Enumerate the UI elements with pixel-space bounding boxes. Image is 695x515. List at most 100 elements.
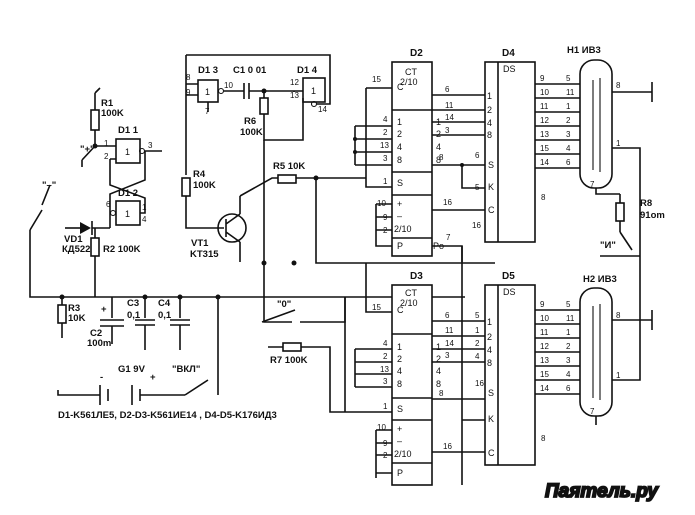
- svg-text:K: K: [488, 182, 494, 192]
- switch-plus: "+": [80, 144, 96, 167]
- d1-1-sym: 1: [125, 147, 130, 157]
- svg-text:D3: D3: [410, 271, 423, 282]
- resistor-r5: R5 10K: [273, 161, 305, 184]
- svg-text:1: 1: [383, 402, 388, 411]
- svg-text:8: 8: [616, 311, 621, 320]
- svg-text:0,1: 0,1: [158, 310, 172, 321]
- capacitor-c4: C4 0,1: [158, 297, 190, 350]
- svg-text:3: 3: [566, 130, 571, 139]
- d1-2-label: D1 2: [118, 188, 138, 199]
- svg-text:1: 1: [616, 371, 621, 380]
- svg-text:8: 8: [436, 379, 441, 389]
- resistor-r3: R3 10K: [57, 303, 86, 324]
- svg-text:6: 6: [566, 384, 571, 393]
- svg-text:14: 14: [445, 113, 454, 122]
- svg-text:10K: 10K: [68, 313, 86, 324]
- svg-text:R5 10K: R5 10K: [273, 161, 305, 172]
- svg-text:12: 12: [540, 116, 549, 125]
- svg-text:2: 2: [104, 152, 109, 161]
- svg-text:14: 14: [318, 105, 327, 114]
- svg-text:100K: 100K: [101, 108, 124, 119]
- svg-text:15: 15: [540, 144, 549, 153]
- svg-text:7: 7: [590, 407, 595, 416]
- switch-zero: "0": [261, 297, 346, 323]
- svg-text:12: 12: [540, 342, 549, 351]
- svg-text:H2 ИВ3: H2 ИВ3: [583, 274, 617, 285]
- svg-text:91om: 91om: [640, 210, 665, 221]
- svg-text:3: 3: [445, 126, 450, 135]
- svg-text:C: C: [397, 82, 404, 92]
- watermark: Паятель.ру: [545, 481, 659, 502]
- svg-text:8: 8: [439, 153, 444, 162]
- svg-text:"+": "+": [80, 144, 95, 155]
- svg-text:16: 16: [443, 198, 452, 207]
- svg-text:14: 14: [540, 158, 549, 167]
- svg-text:+: +: [101, 304, 107, 315]
- indicator-h1: H1 ИВ3 7 8 1: [567, 45, 621, 189]
- svg-text:2: 2: [383, 352, 388, 361]
- svg-text:11: 11: [445, 101, 454, 110]
- svg-text:+: +: [397, 424, 402, 434]
- svg-text:8: 8: [397, 155, 402, 165]
- svg-text:2/10: 2/10: [394, 224, 412, 234]
- svg-text:3: 3: [383, 154, 388, 163]
- svg-text:–: –: [397, 211, 402, 221]
- svg-text:C: C: [397, 305, 404, 315]
- gate-d1-1: D1 1 1 1 2 3: [104, 125, 153, 164]
- svg-text:C4: C4: [158, 298, 171, 309]
- resistor-r8: R8 91om: [615, 198, 665, 222]
- svg-text:C1 0 01: C1 0 01: [233, 65, 267, 76]
- svg-text:1: 1: [311, 86, 316, 96]
- svg-text:1: 1: [397, 117, 402, 127]
- svg-text:11: 11: [540, 102, 549, 111]
- svg-text:2: 2: [397, 354, 402, 364]
- svg-text:16: 16: [475, 379, 484, 388]
- svg-text:13: 13: [380, 365, 389, 374]
- svg-text:7: 7: [446, 233, 451, 242]
- svg-text:7: 7: [590, 180, 595, 189]
- svg-text:"ВКЛ": "ВКЛ": [172, 364, 200, 375]
- svg-text:4: 4: [142, 215, 147, 224]
- svg-text:5: 5: [475, 311, 480, 320]
- svg-text:6: 6: [445, 85, 450, 94]
- svg-text:8: 8: [616, 81, 621, 90]
- svg-text:8: 8: [436, 155, 441, 165]
- svg-text:1: 1: [487, 91, 492, 101]
- svg-text:2: 2: [436, 354, 441, 364]
- svg-text:3: 3: [148, 141, 153, 150]
- svg-text:P: P: [397, 241, 403, 251]
- capacitor-c1: C1 0 01: [224, 65, 303, 99]
- svg-text:CT: CT: [405, 288, 417, 298]
- gate-d1-4: D1 4 1 12 13 14: [290, 65, 327, 114]
- svg-text:8: 8: [397, 379, 402, 389]
- svg-text:4: 4: [397, 142, 402, 152]
- svg-text:2: 2: [436, 129, 441, 139]
- svg-text:-: -: [100, 372, 103, 383]
- svg-text:6: 6: [566, 158, 571, 167]
- decoder-d4: D4 DS 1 2 4 8 S K C: [484, 48, 536, 243]
- svg-text:16: 16: [472, 221, 481, 230]
- svg-text:6: 6: [106, 200, 111, 209]
- svg-text:13: 13: [380, 141, 389, 150]
- svg-text:4: 4: [487, 118, 492, 128]
- svg-text:6: 6: [475, 151, 480, 160]
- svg-text:1: 1: [125, 209, 130, 219]
- svg-text:P: P: [397, 468, 403, 478]
- svg-text:"0": "0": [277, 299, 291, 310]
- svg-text:11: 11: [566, 88, 575, 97]
- svg-text:13: 13: [540, 130, 549, 139]
- svg-text:2: 2: [487, 105, 492, 115]
- svg-text:8: 8: [487, 130, 492, 140]
- d1-1-label: D1 1: [118, 125, 139, 136]
- counter-d2: D2 CT 2/10 C 1 2 4 8 S + – 2/10 P Po 1 2…: [391, 48, 444, 257]
- battery-g1: G1 9V - +: [57, 364, 185, 405]
- svg-text:13: 13: [290, 91, 299, 100]
- svg-text:D1 3: D1 3: [198, 65, 218, 76]
- svg-text:R3: R3: [68, 303, 80, 314]
- svg-text:9: 9: [540, 300, 545, 309]
- svg-text:1: 1: [616, 139, 621, 148]
- svg-text:1: 1: [205, 87, 210, 97]
- svg-text:4: 4: [397, 366, 402, 376]
- svg-text:10: 10: [540, 88, 549, 97]
- svg-text:13: 13: [540, 356, 549, 365]
